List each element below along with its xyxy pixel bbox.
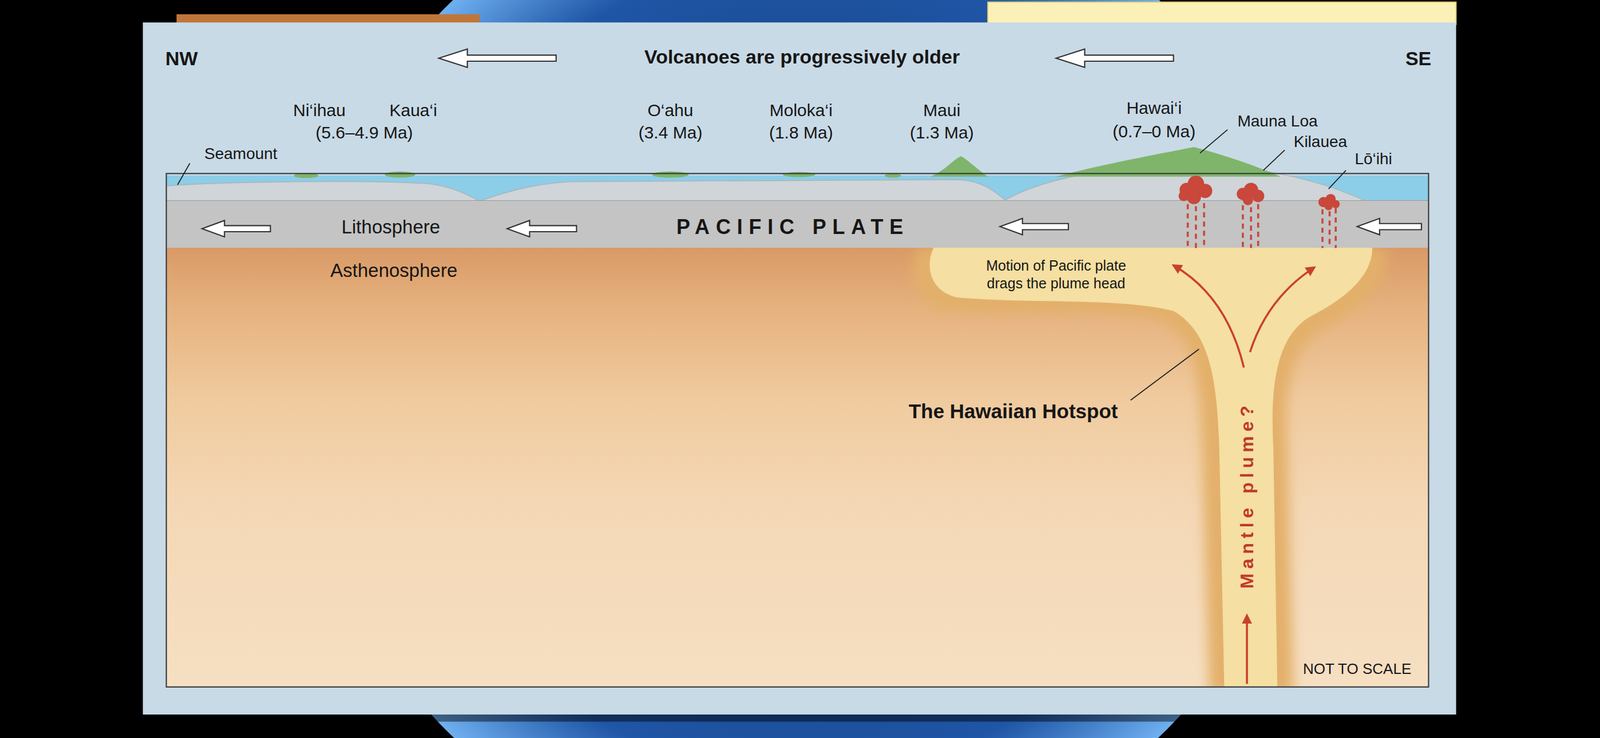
age-label: (3.4 Ma) xyxy=(638,123,703,144)
top-bar xyxy=(176,14,480,24)
section-frame xyxy=(166,173,1429,687)
region-label: Lithosphere xyxy=(341,216,441,239)
text-holder: Lithosphere xyxy=(341,216,441,239)
region-label: Asthenosphere xyxy=(330,259,458,282)
direction-label: NW xyxy=(165,48,198,71)
text-holder: NOT TO SCALE xyxy=(1303,660,1412,679)
note-label: NOT TO SCALE xyxy=(1303,660,1412,679)
text-holder: Maui xyxy=(923,100,961,121)
panel xyxy=(143,22,1457,715)
text-holder: (3.4 Ma) xyxy=(638,123,703,144)
direction-label: SE xyxy=(1405,48,1432,71)
text-holder: SE xyxy=(1405,48,1432,71)
text-holder: The Hawaiian Hotspot xyxy=(908,399,1119,423)
island-name: Maui xyxy=(923,100,961,121)
mantle-region: Asthenosphere Motion of Pacific plate dra… xyxy=(166,247,1429,687)
text-holder: (1.3 Ma) xyxy=(909,123,974,144)
text-holder: (0.7–0 Ma) xyxy=(1112,121,1196,142)
text-holder: Mauna Loa xyxy=(1237,112,1318,131)
flow-arrows xyxy=(1173,265,1315,685)
feature-label: Seamount xyxy=(204,144,278,164)
text-holder: (1.8 Ma) xyxy=(769,123,834,144)
text-holder: Ni‘ihau xyxy=(292,100,346,121)
upwelling-shape: Motion of Pacific plate drags the plume … xyxy=(897,247,1398,687)
text-holder: (5.6–4.9 Ma) xyxy=(315,123,414,144)
text-holder: Asthenosphere xyxy=(330,259,458,282)
island-name: Moloka‘i xyxy=(769,100,833,121)
text-holder: O‘ahu xyxy=(647,100,694,121)
text-holder: Hawai‘i xyxy=(1126,98,1182,119)
island-tops xyxy=(294,147,1281,178)
volcano-label: Lō‘ihi xyxy=(1354,149,1392,169)
text-holder: Motion of Pacific plate drags the plume … xyxy=(970,256,1143,293)
volcano-label: Kilauea xyxy=(1293,132,1348,152)
top-panel xyxy=(987,2,1456,25)
volcano-label: Mauna Loa xyxy=(1237,112,1318,131)
hollow-arrows xyxy=(202,49,1422,237)
text-holder: Kaua‘i xyxy=(389,100,437,121)
age-label: (1.3 Ma) xyxy=(909,123,974,144)
text-holder: Mantle plume? xyxy=(1153,484,1341,506)
text-holder: Lō‘ihi xyxy=(1354,149,1392,169)
age-label: (0.7–0 Ma) xyxy=(1112,121,1196,142)
plate-name: PACIFIC PLATE xyxy=(676,215,910,239)
plate-band: Lithosphere PACIFIC PLATE xyxy=(166,200,1429,249)
text-holder: Kilauea xyxy=(1293,132,1348,152)
island-name: O‘ahu xyxy=(647,100,694,121)
plume-halo xyxy=(913,247,1387,687)
text-holder: Volcanoes are progressively older xyxy=(644,45,960,69)
island-name: Ni‘ihau xyxy=(292,100,346,121)
vertical-label: Mantle plume? xyxy=(1236,401,1258,589)
text-holder: Moloka‘i xyxy=(769,100,833,121)
magma-drips xyxy=(1187,203,1337,249)
plume-core xyxy=(929,247,1373,687)
process-note: Motion of Pacific plate drags the plume … xyxy=(970,256,1143,293)
island-name: Hawai‘i xyxy=(1126,98,1182,119)
age-label: (1.8 Ma) xyxy=(769,123,834,144)
heading: Volcanoes are progressively older xyxy=(644,45,960,69)
callout-label: The Hawaiian Hotspot xyxy=(908,399,1119,423)
text-holder: NW xyxy=(165,48,198,71)
text-holder: Seamount xyxy=(204,144,278,164)
magma-chambers xyxy=(1178,175,1341,211)
island-name: Kaua‘i xyxy=(389,100,437,121)
leader-lines xyxy=(177,129,1346,401)
plume-outline xyxy=(897,247,1398,687)
text-holder: PACIFIC PLATE xyxy=(676,215,910,239)
age-label: (5.6–4.9 Ma) xyxy=(315,123,414,144)
